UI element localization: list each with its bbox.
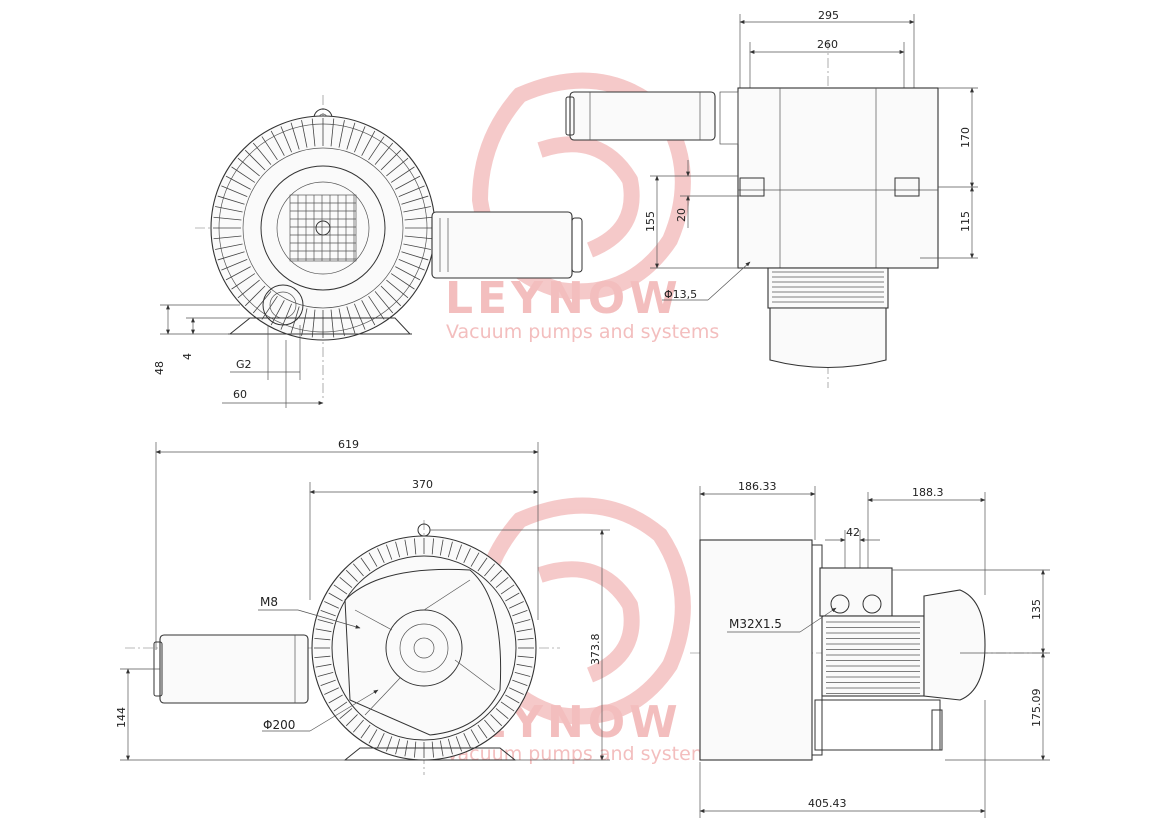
callout-d200: Φ200 <box>263 718 295 732</box>
silencer <box>431 211 583 279</box>
watermark-top: LEYNOW Vacuum pumps and systems <box>445 72 719 343</box>
silencer-front <box>153 634 309 704</box>
dim-260: 260 <box>817 38 838 51</box>
dim-370: 370 <box>412 478 433 491</box>
view-bottom-left: 619 370 373.8 144 <box>115 438 610 775</box>
motor-fins <box>826 621 920 694</box>
silencer-side <box>565 91 716 141</box>
dim-115: 115 <box>959 211 972 232</box>
dim-20: 20 <box>675 208 688 222</box>
view-top-right: 295 260 170 115 <box>565 9 978 388</box>
watermark-tagline: Vacuum pumps and systems <box>446 321 719 343</box>
dim-144: 144 <box>115 707 128 728</box>
dim-4: 4 <box>181 353 194 360</box>
callout-hole: Φ13,5 <box>664 288 697 301</box>
dim-155: 155 <box>644 211 657 232</box>
dim-186-33: 186.33 <box>738 480 777 493</box>
dim-295: 295 <box>818 9 839 22</box>
fan-grille <box>290 195 356 261</box>
dim-188-3: 188.3 <box>912 486 944 499</box>
callout-m32: M32X1.5 <box>729 617 782 631</box>
dim-60: 60 <box>233 388 247 401</box>
watermark-brand: LEYNOW <box>445 273 682 324</box>
cooling-fins <box>314 538 534 758</box>
dim-135: 135 <box>1030 599 1043 620</box>
dim-373-8: 373.8 <box>589 634 602 666</box>
dim-170: 170 <box>959 127 972 148</box>
dim-405-43: 405.43 <box>808 797 847 810</box>
dims-top-left: 48 4 G2 60 <box>153 304 324 408</box>
watermark-tagline-2: Vacuum pumps and systems <box>446 743 719 765</box>
cooling-fins <box>213 118 433 338</box>
view-bottom-right: 186.33 188.3 42 135 175.09 <box>690 480 1050 818</box>
dim-42: 42 <box>846 526 860 539</box>
callout-m8: M8 <box>260 595 278 609</box>
motor-fins <box>772 271 884 303</box>
view-top-left: 48 4 G2 60 <box>153 95 583 408</box>
dim-175-09: 175.09 <box>1030 689 1043 728</box>
dim-619: 619 <box>338 438 359 451</box>
dim-g2: G2 <box>236 358 252 371</box>
dim-48: 48 <box>153 361 166 375</box>
